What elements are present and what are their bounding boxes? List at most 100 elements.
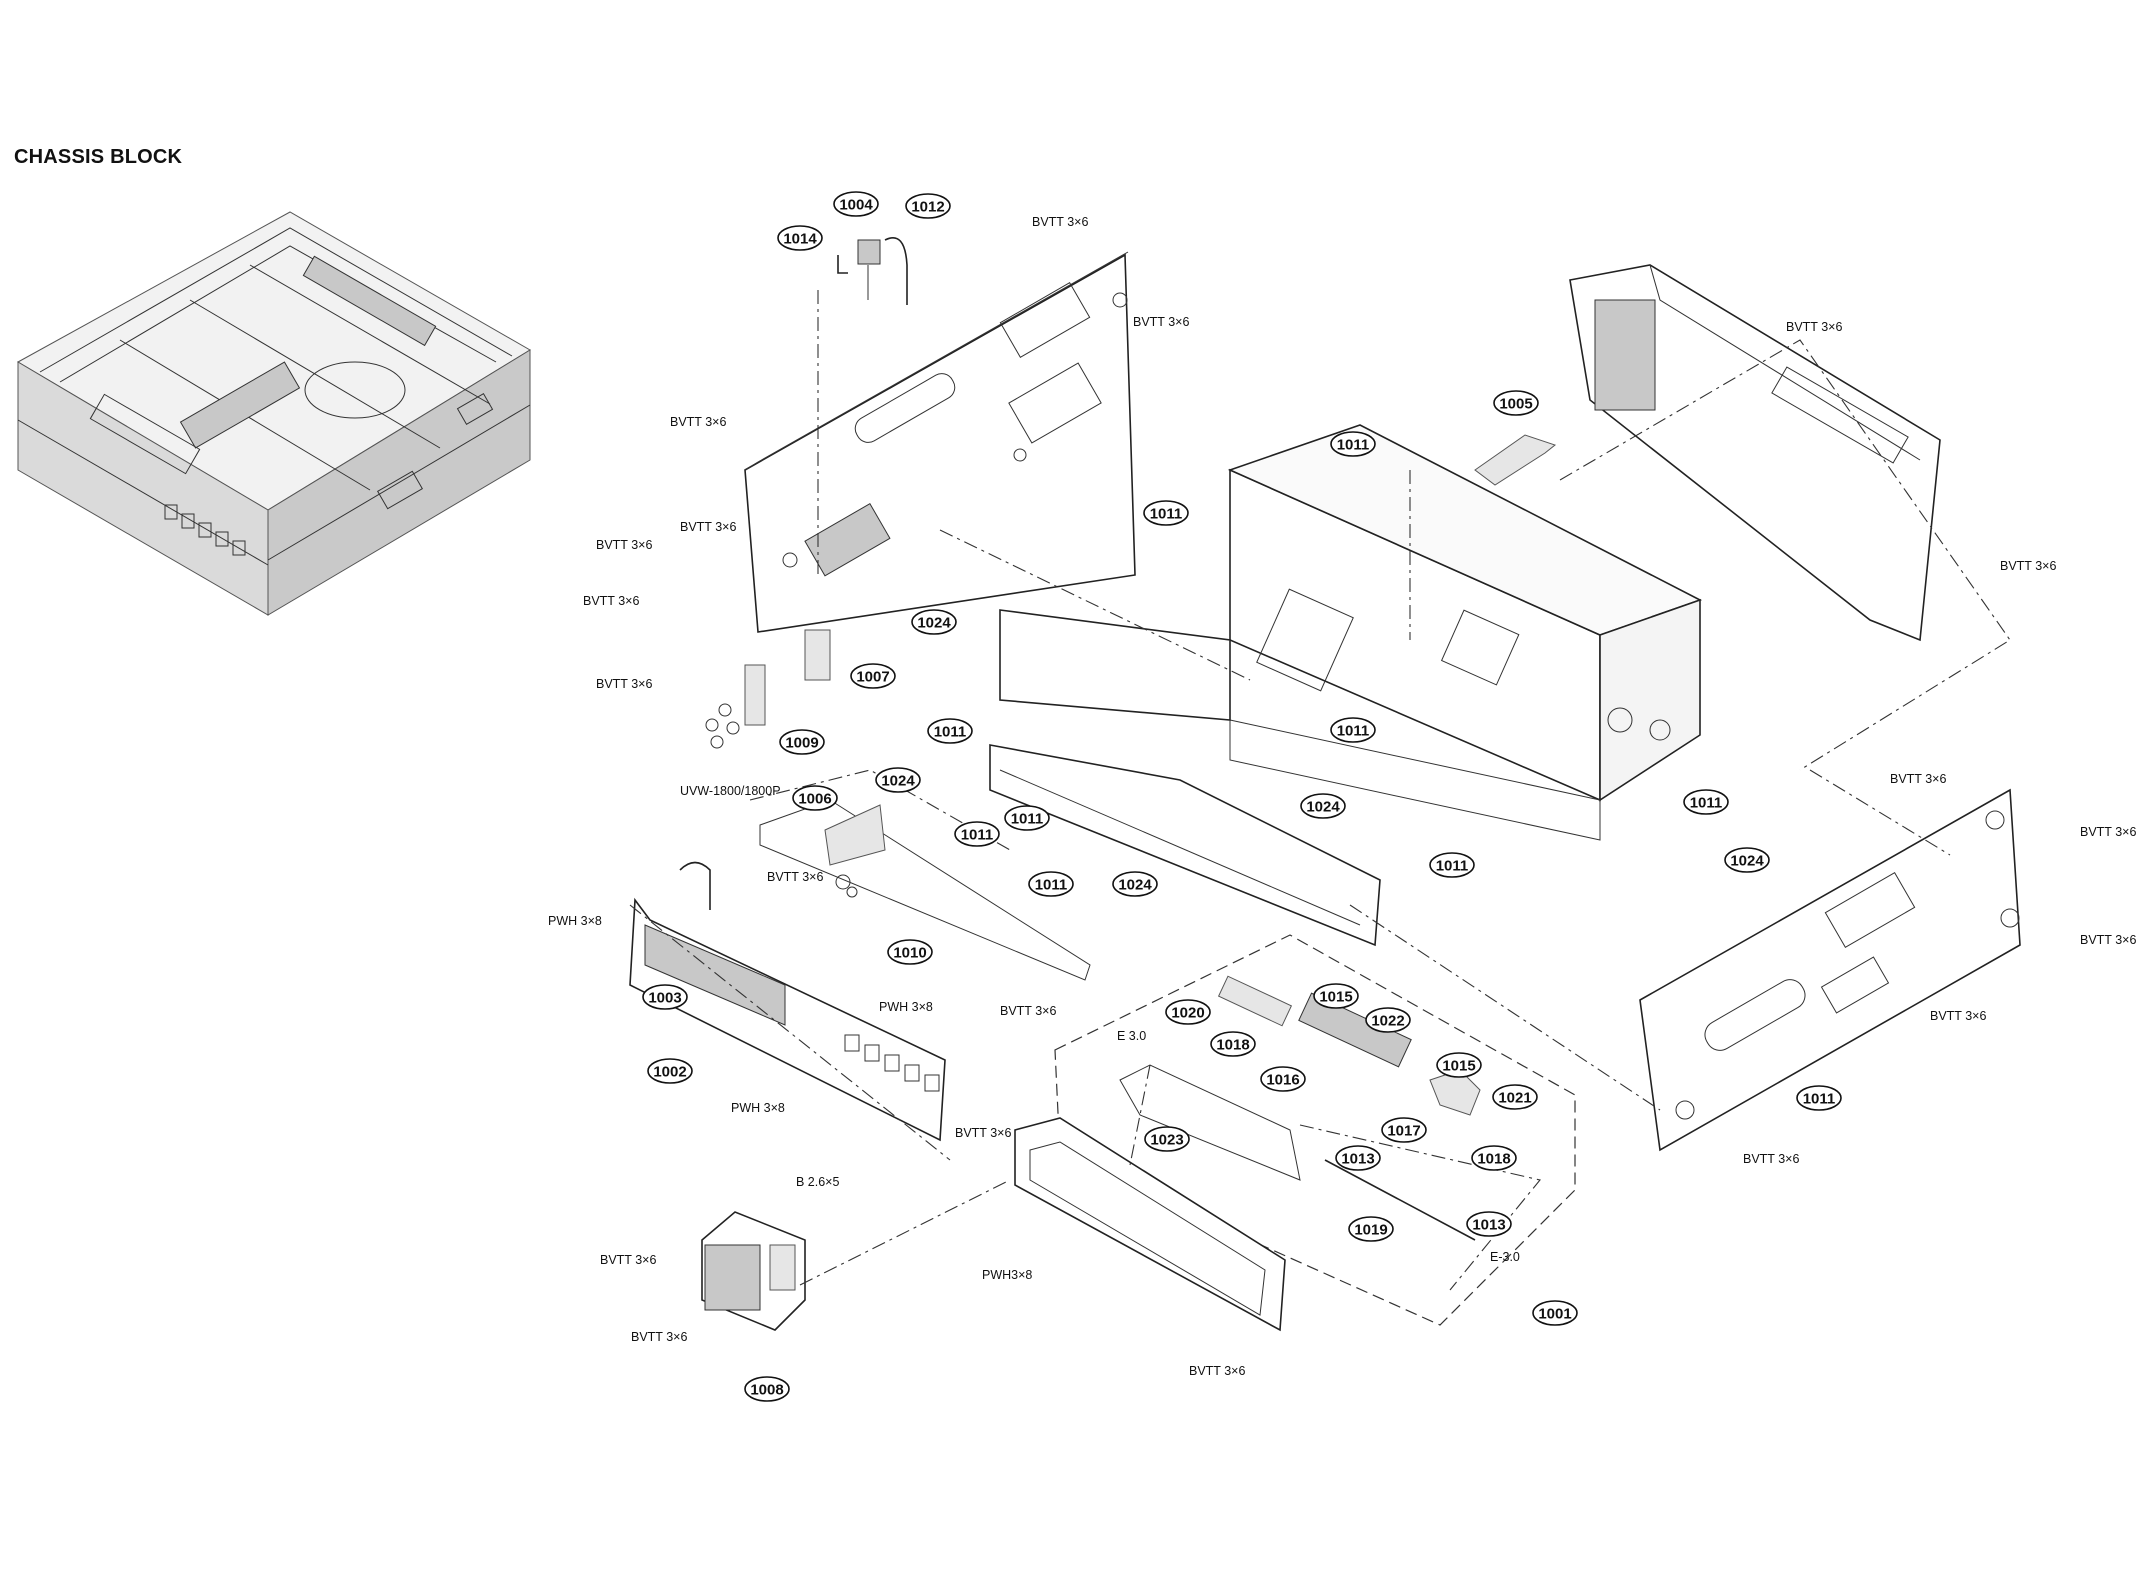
part-balloon-1024: 1024 [1300,793,1346,819]
screw-label: E-3.0 [1490,1250,1520,1264]
part-number-label: 1015 [1442,1058,1475,1075]
screw-label: B 2.6×5 [796,1175,839,1189]
part-number-label: 1011 [1337,437,1370,454]
part-balloon-1018: 1018 [1471,1145,1517,1171]
part-number-label: 1013 [1472,1217,1505,1234]
part-number-label: 1024 [1730,853,1764,870]
part-number-label: 1019 [1354,1222,1387,1239]
screw-label: BVTT 3×6 [1032,215,1088,229]
screw-label: BVTT 3×6 [596,677,652,691]
screw-label: BVTT 3×6 [1890,772,1946,786]
mechanism-1001-outline [1054,934,1576,1326]
part-balloon-1013: 1013 [1335,1145,1381,1171]
screw-label: BVTT 3×6 [631,1330,687,1344]
part-number-label: 1004 [839,197,873,214]
screw-label: BVTT 3×6 [670,415,726,429]
part-balloon-1024: 1024 [1112,871,1158,897]
part-number-label: 1024 [881,773,915,790]
model-note: UVW-1800/1800P [680,784,781,798]
screw-label: E 3.0 [1117,1029,1146,1043]
screw-label: BVTT 3×6 [1930,1009,1986,1023]
part-number-label: 1011 [1337,723,1370,740]
drive-unit-1008 [701,1211,806,1331]
part-balloon-1015: 1015 [1436,1052,1482,1078]
part-number-label: 1013 [1341,1151,1374,1168]
part-balloon-1010: 1010 [887,939,933,965]
part-balloon-1005: 1005 [1493,390,1539,416]
part-balloon-1024: 1024 [911,609,957,635]
connector-1004-1012 [837,237,908,305]
part-balloon-1009: 1009 [779,729,825,755]
part-number-label: 1008 [750,1382,783,1399]
part-balloon-1017: 1017 [1381,1117,1427,1143]
part-number-label: 1009 [785,735,818,752]
part-balloon-1023: 1023 [1144,1126,1190,1152]
rear-right-panel [1569,264,1941,642]
screw-label: BVTT 3×6 [680,520,736,534]
screw-label: BVTT 3×6 [1786,320,1842,334]
part-number-label: 1011 [1803,1091,1836,1108]
part-number-label: 1001 [1538,1306,1571,1323]
part-balloon-1006: 1006 [792,785,838,811]
screw-label: BVTT 3×6 [2080,933,2136,947]
part-number-label: 1021 [1498,1090,1531,1107]
part-number-label: 1014 [783,231,817,248]
part-balloon-1007: 1007 [850,663,896,689]
part-number-label: 1006 [798,791,831,808]
part-balloon-1015: 1015 [1313,983,1359,1009]
part-balloon-1011: 1011 [1796,1085,1842,1111]
screw-label: BVTT 3×6 [1133,315,1189,329]
screw-label: BVTT 3×6 [2000,559,2056,573]
part-number-label: 1022 [1371,1013,1404,1030]
screw-label: BVTT 3×6 [1743,1152,1799,1166]
part-number-label: 1011 [934,724,967,741]
screw-label: BVTT 3×6 [600,1253,656,1267]
part-number-label: 1018 [1477,1151,1510,1168]
part-balloon-1014: 1014 [777,225,823,251]
part-number-label: 1003 [648,990,681,1007]
screw-label: BVTT 3×6 [767,870,823,884]
leader-lines [629,290,2011,1291]
part-number-label: 1011 [1035,877,1068,894]
part-balloon-1002: 1002 [647,1058,693,1084]
part-number-label: 1002 [653,1064,686,1081]
screw-label: BVTT 3×6 [596,538,652,552]
part-balloon-1008: 1008 [744,1376,790,1402]
part-balloon-1021: 1021 [1492,1084,1538,1110]
part-number-label: 1011 [1436,858,1469,875]
screw-label: PWH3×8 [982,1268,1032,1282]
part-number-label: 1011 [1690,795,1723,812]
part-number-label: 1023 [1150,1132,1183,1149]
screw-label: PWH 3×8 [879,1000,933,1014]
screw-label: BVTT 3×6 [955,1126,1011,1140]
front-bezel-frame [1014,1117,1286,1332]
right-side-panel [1639,788,2021,1152]
part-balloon-1012: 1012 [905,193,951,219]
part-number-label: 1011 [1011,811,1044,828]
main-chassis-frame [989,424,1703,947]
part-number-label: 1011 [1150,506,1183,523]
part-number-label: 1012 [911,199,944,216]
part-balloon-1001: 1001 [1532,1300,1578,1326]
jack-board-1007-1009 [705,629,831,749]
part-number-label: 1010 [893,945,926,962]
part-number-label: 1018 [1216,1037,1249,1054]
left-side-panel [744,251,1136,633]
part-balloon-1016: 1016 [1260,1066,1306,1092]
screw-label: BVTT 3×6 [2080,825,2136,839]
part-number-label: 1011 [961,827,994,844]
part-number-label: 1024 [917,615,951,632]
part-number-label: 1020 [1171,1005,1204,1022]
part-number-label: 1017 [1387,1123,1420,1140]
part-balloon-1011: 1011 [1330,717,1376,743]
overview-unit-drawing [16,211,531,616]
part-balloon-1011: 1011 [1683,789,1729,815]
part-number-label: 1005 [1499,396,1532,413]
part-balloons: 1004 1012 1014 1005 1011 1011 1024 1007 1009 1011… [642,191,1842,1402]
part-number-label: 1015 [1319,989,1352,1006]
part-balloon-1011: 1011 [1429,852,1475,878]
part-balloon-1020: 1020 [1165,999,1211,1025]
front-panel-assembly [629,861,946,1142]
